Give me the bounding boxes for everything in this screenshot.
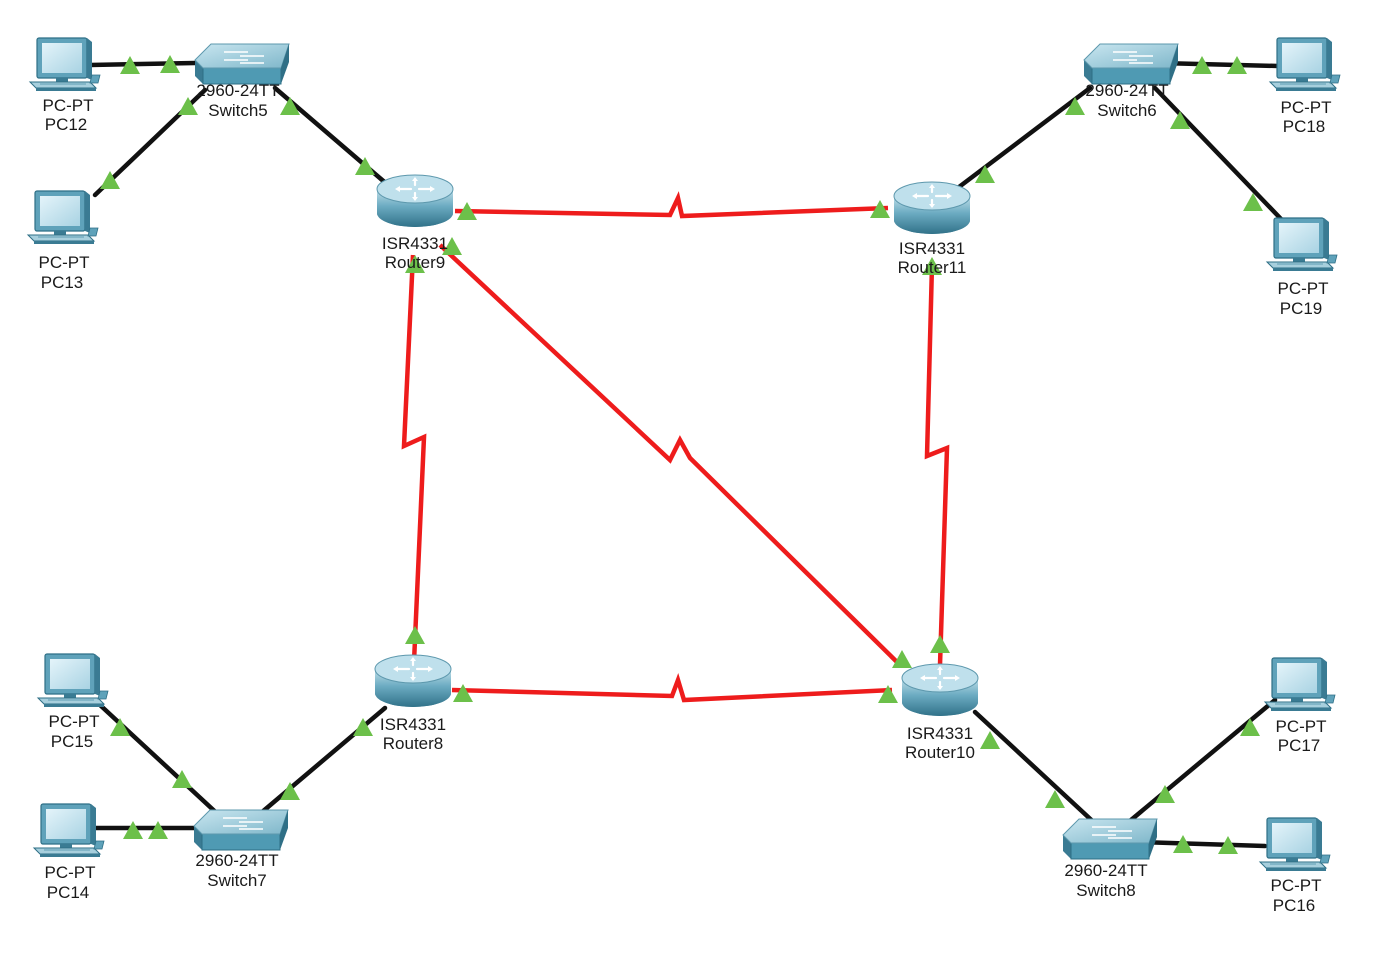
pc-icon <box>33 803 105 858</box>
device-name: Router8 <box>383 734 443 753</box>
switch7[interactable]: 2960-24TT Switch7 <box>193 809 289 890</box>
device-model: 2960-24TT <box>1085 81 1168 100</box>
pc-icon <box>1259 817 1331 872</box>
pc-icon <box>27 190 99 245</box>
device-name: PC13 <box>41 273 84 292</box>
router-icon <box>892 180 972 236</box>
device-model: ISR4331 <box>380 715 446 734</box>
link-switch8-pc17[interactable] <box>1122 697 1278 828</box>
pc-icon <box>1264 657 1336 712</box>
pc16[interactable]: PC-PT PC16 <box>1259 817 1331 915</box>
serial-link-router11-router10[interactable] <box>924 264 950 666</box>
device-model: PC-PT <box>45 863 96 882</box>
pc19[interactable]: PC-PT PC19 <box>1266 217 1338 318</box>
router-icon <box>900 662 980 718</box>
link-switch6-pc19[interactable] <box>1152 85 1285 223</box>
link-router10-switch8[interactable] <box>972 709 1103 831</box>
serial-link-router9-router10[interactable] <box>438 243 902 667</box>
router-icon <box>375 173 455 229</box>
pc-icon <box>29 37 101 92</box>
device-name: Switch6 <box>1097 101 1157 120</box>
device-name: PC12 <box>45 115 88 134</box>
pc-icon <box>1266 217 1338 272</box>
link-switch8-pc16[interactable] <box>1137 839 1268 849</box>
router9[interactable]: ISR4331 Router9 <box>375 173 455 272</box>
device-model: ISR4331 <box>382 234 448 253</box>
serial-link-router9-router11[interactable] <box>454 191 889 219</box>
device-model: ISR4331 <box>899 239 965 258</box>
switch-icon <box>193 809 289 851</box>
device-name: Switch7 <box>207 871 267 890</box>
device-name: Switch8 <box>1076 881 1136 900</box>
pc12[interactable]: PC-PT PC12 <box>29 37 101 134</box>
link-status-indicators <box>100 55 1263 854</box>
router11[interactable]: ISR4331 Router11 <box>892 180 972 277</box>
switch-icon <box>1062 818 1158 860</box>
pc18[interactable]: PC-PT PC18 <box>1269 37 1341 136</box>
device-model: ISR4331 <box>907 724 973 743</box>
serial-link-router9-router8[interactable] <box>401 254 427 663</box>
device-name: Router9 <box>385 253 445 272</box>
device-name: PC17 <box>1278 736 1321 755</box>
device-name: PC19 <box>1280 299 1323 318</box>
pc15[interactable]: PC-PT PC15 <box>37 653 109 751</box>
device-model: 2960-24TT <box>195 851 278 870</box>
device-name: PC18 <box>1283 117 1326 136</box>
switch8[interactable]: 2960-24TT Switch8 <box>1062 818 1158 900</box>
switch5[interactable]: 2960-24TT Switch5 <box>194 43 290 120</box>
device-name: Router11 <box>898 258 967 277</box>
pc-icon <box>37 653 109 708</box>
device-name: Router10 <box>905 743 975 762</box>
router8[interactable]: ISR4331 Router8 <box>373 653 453 753</box>
device-model: PC-PT <box>49 712 100 731</box>
switch-icon <box>194 43 290 85</box>
device-model: 2960-24TT <box>1064 861 1147 880</box>
device-model: PC-PT <box>39 253 90 272</box>
device-model: PC-PT <box>1271 876 1322 895</box>
pc14[interactable]: PC-PT PC14 <box>33 803 105 902</box>
device-model: PC-PT <box>43 96 94 115</box>
switch-icon <box>1083 43 1179 85</box>
switch6[interactable]: 2960-24TT Switch6 <box>1083 43 1179 120</box>
link-switch6-router11[interactable] <box>952 85 1093 193</box>
pc17[interactable]: PC-PT PC17 <box>1264 657 1336 755</box>
device-model: PC-PT <box>1281 98 1332 117</box>
device-name: PC14 <box>47 883 90 902</box>
link-switch6-pc18[interactable] <box>1157 60 1281 69</box>
pc13[interactable]: PC-PT PC13 <box>27 190 99 292</box>
router-icon <box>373 653 453 709</box>
device-model: PC-PT <box>1276 717 1327 736</box>
serial-links <box>401 191 950 703</box>
device-model: 2960-24TT <box>196 81 279 100</box>
device-name: PC16 <box>1273 896 1316 915</box>
pc-icon <box>1269 37 1341 92</box>
serial-link-router8-router10[interactable] <box>451 672 893 703</box>
device-name: PC15 <box>51 732 94 751</box>
device-name: Switch5 <box>208 101 268 120</box>
link-pc12-switch5[interactable] <box>87 60 198 68</box>
router10[interactable]: ISR4331 Router10 <box>900 662 980 762</box>
device-model: PC-PT <box>1278 279 1329 298</box>
